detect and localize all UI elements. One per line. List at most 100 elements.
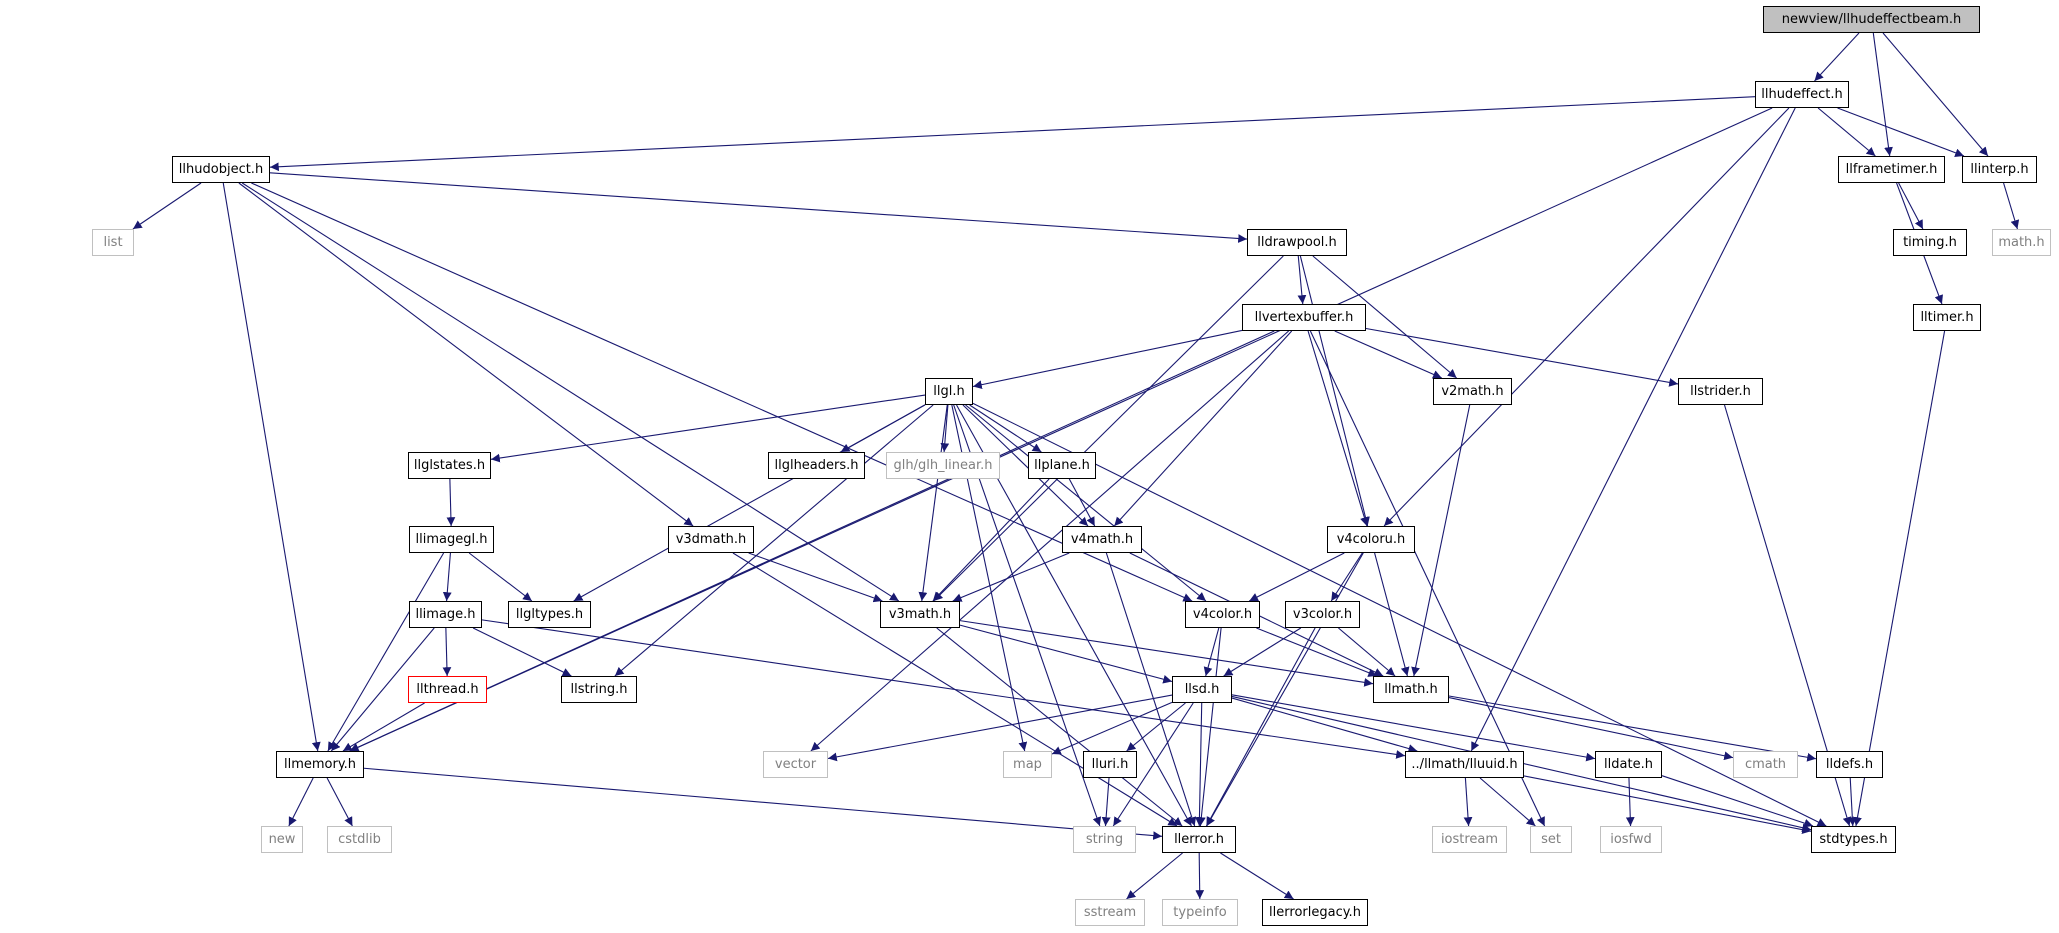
edge-llvertexbuffer-to-set	[1309, 330, 1546, 827]
edge-llhudobject-to-v3dmath	[238, 182, 694, 527]
edge-llplane-to-v3math	[932, 478, 1050, 602]
node-stdtypes[interactable]: stdtypes.h	[1811, 826, 1896, 853]
node-llplane[interactable]: llplane.h	[1028, 452, 1096, 479]
node-lluuid[interactable]: ../llmath/lluuid.h	[1405, 751, 1524, 778]
edge-llhudeffect-to-llframetimer	[1817, 107, 1876, 157]
node-lldate[interactable]: lldate.h	[1595, 751, 1662, 778]
edge-llsd-to-llerror	[1195, 702, 1204, 827]
edge-llimagegl-to-llgltypes	[468, 552, 533, 602]
node-llglstates[interactable]: llglstates.h	[408, 452, 491, 479]
node-llhudeffect[interactable]: llhudeffect.h	[1755, 81, 1849, 108]
node-llerrorlegacy[interactable]: llerrorlegacy.h	[1262, 899, 1368, 926]
edge-llhudobject-to-v4color	[251, 182, 1193, 602]
node-llsd[interactable]: llsd.h	[1172, 676, 1232, 703]
node-iosfwd: iosfwd	[1600, 826, 1662, 853]
node-llmemory[interactable]: llmemory.h	[276, 751, 364, 778]
edge-llvertexbuffer-to-llgl	[972, 329, 1243, 390]
edge-v3math-to-llmath	[959, 620, 1374, 687]
node-llgl[interactable]: llgl.h	[925, 378, 973, 405]
node-llglheaders[interactable]: llglheaders.h	[768, 452, 865, 479]
edge-v4coloru-to-llerror	[1206, 552, 1364, 827]
edge-v4color-to-llmath	[1256, 627, 1378, 677]
node-llvertexbuffer[interactable]: llvertexbuffer.h	[1242, 304, 1366, 331]
node-llerror[interactable]: llerror.h	[1162, 826, 1236, 853]
edge-llvertexbuffer-to-vector	[810, 330, 1290, 752]
edge-v4coloru-to-v3color	[1330, 552, 1363, 602]
edge-v3math-to-llerror	[936, 627, 1183, 827]
edge-v3color-to-llmath	[1338, 627, 1396, 677]
edge-lluuid-to-set	[1479, 777, 1536, 827]
edge-llgl-to-llgltypes	[573, 404, 926, 602]
edge-llthread-to-llmemory	[342, 702, 425, 752]
node-math: math.h	[1992, 229, 2051, 256]
node-string: string	[1073, 826, 1136, 853]
node-sstream: sstream	[1075, 899, 1145, 926]
edge-llmath-to-lldefs	[1448, 695, 1817, 762]
node-lldefs[interactable]: lldefs.h	[1816, 751, 1883, 778]
edge-llplane-to-v4math	[1068, 478, 1096, 527]
edge-llgl-to-v4color	[965, 404, 1207, 602]
edge-root-to-llframetimer	[1872, 32, 1893, 157]
node-v3color[interactable]: v3color.h	[1285, 601, 1360, 628]
node-llimage[interactable]: llimage.h	[409, 601, 482, 628]
node-timing[interactable]: timing.h	[1893, 229, 1967, 256]
node-vector: vector	[763, 751, 828, 778]
edge-llhudobject-to-lldrawpool	[269, 172, 1248, 243]
edge-lldefs-to-stdtypes	[1847, 777, 1857, 827]
edge-lldrawpool-to-v4coloru	[1299, 255, 1370, 527]
node-v3math[interactable]: v3math.h	[880, 601, 960, 628]
edge-v4math-to-llerror	[1105, 552, 1197, 827]
edge-llgl-to-glh_linear	[940, 404, 950, 453]
edge-llgl-to-stdtypes	[972, 402, 1827, 827]
node-llthread[interactable]: llthread.h	[408, 676, 487, 703]
edge-llgl-to-llglstates	[490, 394, 926, 463]
node-llgltypes[interactable]: llgltypes.h	[508, 601, 591, 628]
edge-llglstates-to-llimagegl	[446, 478, 456, 527]
edge-v3math-to-llsd	[959, 624, 1173, 684]
edge-llsd-to-lluri	[1126, 702, 1186, 752]
edge-llsd-to-lldate	[1231, 694, 1596, 762]
node-map: map	[1003, 751, 1052, 778]
node-llmath[interactable]: llmath.h	[1373, 676, 1449, 703]
node-root: newview/llhudeffectbeam.h	[1763, 6, 1980, 33]
edge-llvertexbuffer-to-v4coloru	[1307, 330, 1369, 527]
node-lldrawpool[interactable]: lldrawpool.h	[1247, 229, 1347, 256]
edge-llhudeffect-to-v4coloru	[1383, 107, 1790, 527]
edge-llmemory-to-llerror	[363, 767, 1163, 840]
edge-lluuid-to-iostream	[1463, 777, 1473, 827]
edge-llgl-to-llplane	[969, 404, 1042, 453]
edge-lldrawpool-to-llvertexbuffer	[1297, 255, 1307, 305]
edge-llsd-to-lluuid	[1231, 697, 1418, 753]
node-llstrider[interactable]: llstrider.h	[1678, 378, 1763, 405]
node-v4math[interactable]: v4math.h	[1062, 526, 1142, 553]
node-typeinfo: typeinfo	[1162, 899, 1238, 926]
node-llhudobject[interactable]: llhudobject.h	[172, 156, 270, 183]
edge-v2math-to-llmath	[1411, 404, 1471, 677]
edge-llimage-to-llstring	[472, 627, 572, 677]
edge-lldrawpool-to-v2math	[1312, 255, 1457, 379]
node-llimagegl[interactable]: llimagegl.h	[409, 526, 494, 553]
edge-v3dmath-to-llerror	[732, 552, 1178, 827]
edge-lltimer-to-stdtypes	[1853, 330, 1946, 827]
node-v2math[interactable]: v2math.h	[1433, 378, 1512, 405]
node-llframetimer[interactable]: llframetimer.h	[1838, 156, 1945, 183]
edge-llimage-to-llthread	[442, 627, 452, 677]
edge-llvertexbuffer-to-v2math	[1334, 330, 1442, 379]
edge-llvertexbuffer-to-v4math	[1113, 330, 1293, 527]
edge-llframetimer-to-timing	[1898, 182, 1924, 230]
edge-v4coloru-to-llmath	[1374, 552, 1410, 677]
node-v4color[interactable]: v4color.h	[1185, 601, 1260, 628]
edge-llvertexbuffer-to-llstrider	[1365, 327, 1679, 387]
node-lltimer[interactable]: lltimer.h	[1913, 304, 1981, 331]
node-lluri[interactable]: lluri.h	[1083, 751, 1137, 778]
edge-v4math-to-v3math	[952, 552, 1070, 602]
edge-v4color-to-llerror	[1196, 627, 1222, 827]
node-llstring[interactable]: llstring.h	[561, 676, 637, 703]
edge-llerror-to-sstream	[1126, 852, 1183, 900]
node-v4coloru[interactable]: v4coloru.h	[1327, 526, 1415, 553]
node-v3dmath[interactable]: v3dmath.h	[668, 526, 754, 553]
node-cstdlib: cstdlib	[327, 826, 392, 853]
node-llinterp[interactable]: llinterp.h	[1962, 156, 2037, 183]
